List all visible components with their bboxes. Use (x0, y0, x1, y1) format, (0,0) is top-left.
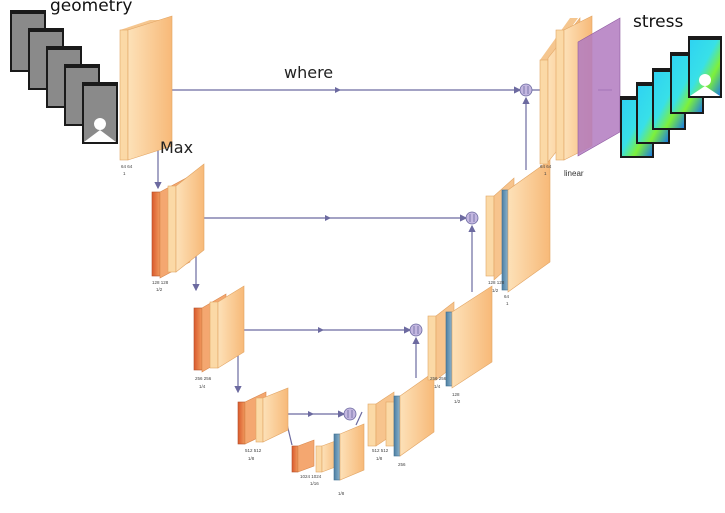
concat-node-3 (409, 323, 423, 337)
encoder-4-dims: 512 512 (245, 448, 262, 453)
stress-slice-3 (652, 68, 686, 130)
decoder-2-scale-2: 1 (506, 301, 509, 306)
decoder-3-dims: 256 256 (430, 376, 447, 381)
encoder-block-1 (119, 15, 173, 161)
decoder-block-4 (367, 371, 435, 457)
bottleneck-scale: 1/16 (310, 481, 319, 486)
stress-slice-5 (688, 36, 722, 98)
concat-node-1 (519, 83, 533, 97)
decoder-3-up: 128 (452, 392, 460, 397)
upsampling-connectors (355, 96, 530, 426)
encoder-block-4 (237, 387, 289, 445)
bottleneck-dims: 1024 1024 (300, 474, 322, 479)
bottleneck-block (291, 423, 365, 481)
encoder-2-dims: 128 128 (152, 280, 169, 285)
encoder-3-dims: 256 256 (195, 376, 212, 381)
decoder-3-scale: 1/4 (434, 384, 441, 389)
geometry-label: geometry (50, 0, 132, 16)
decoder-4-up: 256 (398, 462, 406, 467)
encoder-3-scale: 1/4 (199, 384, 206, 389)
concat-node-4 (343, 407, 357, 421)
stress-output-stack (620, 36, 722, 158)
encoder-4-scale: 1/8 (248, 456, 255, 461)
where-label: where (284, 63, 333, 82)
decoder-block-3 (427, 285, 493, 389)
max-pool-label: Max (160, 138, 193, 157)
encoder-block-2 (151, 163, 205, 279)
linear-output-layer (577, 17, 621, 157)
geometry-slice-5 (82, 82, 118, 144)
decoder-4-dims: 512 512 (372, 448, 389, 453)
geometry-input-stack (10, 10, 118, 144)
stress-label: stress (633, 12, 683, 32)
encoder-2-scale: 1/2 (156, 287, 163, 292)
encoder-1-dims: 64 64 (121, 164, 133, 169)
concat-node-2 (465, 211, 479, 225)
decoder-block-2 (485, 159, 551, 293)
concat-nodes (343, 83, 533, 421)
encoder-1-scale: 1 (123, 171, 126, 176)
decoder-1-dims: 64 64 (540, 164, 552, 169)
decoder-4-scale: 1/8 (376, 456, 383, 461)
decoder-2-up: 64 (504, 294, 510, 299)
decoder-2-dims: 128 128 (488, 280, 505, 285)
encoder-block-3 (193, 285, 245, 373)
decoder-3-scale-2: 1/2 (454, 399, 461, 404)
decoder-2-scale: 1/2 (492, 288, 499, 293)
bottleneck-up-scale: 1/8 (338, 491, 345, 496)
decoder-1-scale: 1 (544, 171, 547, 176)
linear-label: linear (564, 169, 584, 178)
